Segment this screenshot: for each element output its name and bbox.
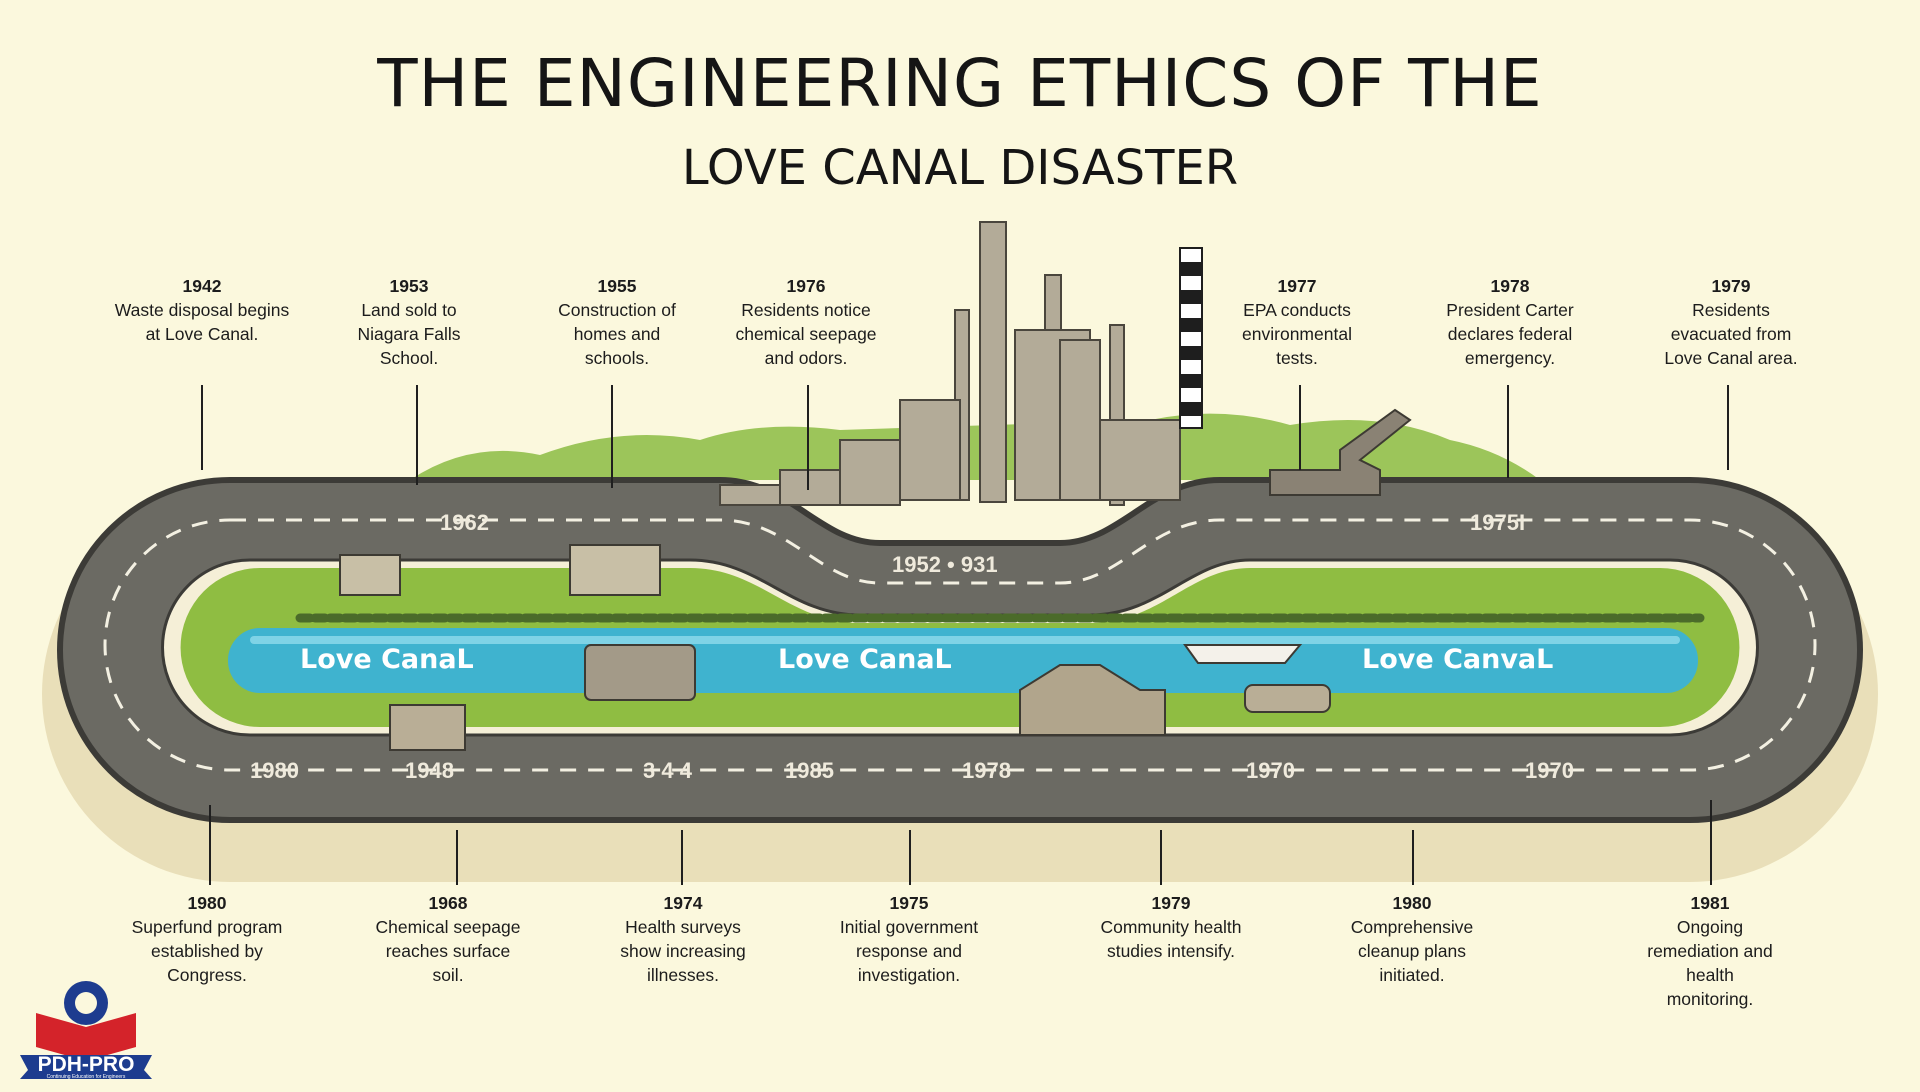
event-description: Ongoing remediation and health monitorin… [1647, 917, 1773, 1009]
event-description: EPA conducts environmental tests. [1242, 300, 1352, 368]
factory-complex [719, 221, 1181, 506]
logo-tagline: Continuing Education for Engineers [47, 1074, 126, 1080]
event-year: 1979 [1151, 893, 1191, 913]
event-year: 1978 [1490, 276, 1530, 296]
timeline-event-bottom: 1980 Superfund program established by Co… [117, 891, 297, 987]
event-year: 1968 [428, 893, 468, 913]
event-year: 1974 [663, 893, 703, 913]
track-label-bottom: 1985 [785, 758, 834, 783]
truck-icon [584, 644, 696, 701]
timeline-event-top: 1977 EPA conducts environmental tests. [1222, 274, 1372, 370]
timeline-event-bottom: 1968 Chemical seepage reaches surface so… [368, 891, 528, 987]
car-icon [1244, 684, 1331, 713]
timeline-event-bottom: 1975 Initial government response and inv… [824, 891, 994, 987]
timeline-event-top: 1976 Residents notice chemical seepage a… [721, 274, 891, 370]
event-description: Chemical seepage reaches surface soil. [375, 917, 521, 985]
event-description: Comprehensive cleanup plans initiated. [1350, 917, 1474, 985]
building-icon [569, 544, 661, 596]
excavator-icon [1269, 408, 1412, 496]
timeline-event-top: 1978 President Carter declares federal e… [1435, 274, 1585, 370]
boat-icon [1183, 644, 1303, 664]
building-icon [339, 554, 401, 596]
track-label-bottom: 1970 [1246, 758, 1295, 783]
pdh-pro-logo: PDH-PRO Continuing Education for Enginee… [20, 981, 152, 1080]
timeline-event-top: 1942 Waste disposal begins at Love Canal… [107, 274, 297, 346]
event-description: Residents evacuated from Love Canal area… [1664, 300, 1798, 368]
event-description: Superfund program established by Congres… [131, 917, 283, 985]
event-description: Waste disposal begins at Love Canal. [114, 300, 290, 344]
track-label-bottom: 3 4 4 [643, 758, 693, 783]
timeline-event-top: 1979 Residents evacuated from Love Canal… [1651, 274, 1811, 370]
timeline-event-bottom: 1980 Comprehensive cleanup plans initiat… [1332, 891, 1492, 987]
event-description: Residents notice chemical seepage and od… [735, 300, 877, 368]
event-description: President Carter declares federal emerge… [1446, 300, 1574, 368]
event-year: 1975 [889, 893, 929, 913]
canal-water-highlight [250, 636, 1680, 644]
event-description: Community health studies intensify. [1100, 917, 1242, 961]
event-year: 1980 [1392, 893, 1432, 913]
striped-smokestack [1179, 247, 1203, 429]
event-year: 1942 [182, 276, 222, 296]
event-description: Land sold to Niagara Falls School. [357, 300, 461, 368]
event-year: 1979 [1711, 276, 1751, 296]
timeline-event-top: 1953 Land sold to Niagara Falls School. [334, 274, 484, 370]
track-label-top-middle: 1952 • 931 [892, 552, 998, 577]
event-description: Initial government response and investig… [839, 917, 979, 985]
track-label-top-right: 1975I [1470, 510, 1525, 535]
track-label-top-left: 1962 [440, 510, 489, 535]
title-line-2: LOVE CANAL DISASTER [681, 140, 1239, 196]
track-label-bottom: 1978 [962, 758, 1011, 783]
tree-line [410, 413, 1540, 480]
title-line-1: THE ENGINEERING ETHICS OF THE [377, 45, 1543, 122]
warehouse-icon [389, 704, 466, 751]
track-label-bottom: 1948 [405, 758, 454, 783]
timeline-event-bottom: 1974 Health surveys show increasing illn… [608, 891, 758, 987]
event-year: 1976 [786, 276, 826, 296]
canal-label: Love CanaL [300, 644, 474, 675]
track-label-bottom: 1970 [1525, 758, 1574, 783]
logo-text: PDH-PRO [38, 1053, 135, 1076]
event-year: 1955 [597, 276, 637, 296]
event-year: 1980 [187, 893, 227, 913]
track-label-bottom: 1980 [250, 758, 299, 783]
monument-icon [1019, 664, 1166, 736]
canal-label: Love CanaL [778, 644, 952, 675]
event-year: 1953 [389, 276, 429, 296]
connector-lines [201, 385, 1729, 885]
timeline-event-top: 1955 Construction of homes and schools. [542, 274, 692, 370]
canal-label: Love CanvaL [1362, 644, 1553, 675]
event-year: 1977 [1277, 276, 1317, 296]
event-year: 1981 [1690, 893, 1730, 913]
event-description: Health surveys show increasing illnesses… [620, 917, 746, 985]
event-description: Construction of homes and schools. [558, 300, 676, 368]
timeline-event-bottom: 1981 Ongoing remediation and health moni… [1645, 891, 1775, 1011]
timeline-event-bottom: 1979 Community health studies intensify. [1081, 891, 1261, 963]
